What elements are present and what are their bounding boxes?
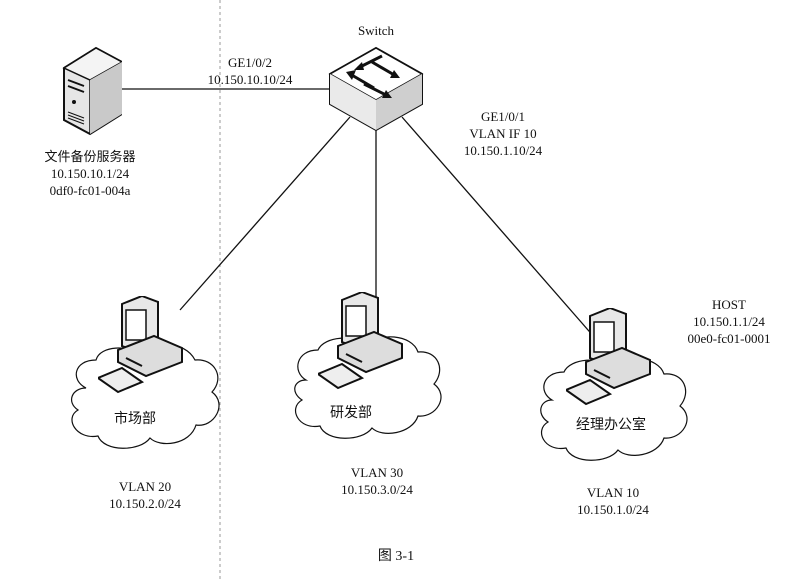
switch-port-server-label: GE1/0/2 10.150.10.10/24	[200, 54, 300, 88]
vlan20-label: VLAN 20 10.150.2.0/24	[90, 478, 200, 512]
host-ip: 10.150.1.1/24	[693, 314, 765, 329]
link-switch-vlan20	[179, 116, 351, 311]
server-icon	[56, 46, 124, 141]
port-ge1-0-2: GE1/0/2	[227, 55, 273, 70]
vlan10-id: VLAN 10	[586, 485, 640, 500]
host-mac: 00e0-fc01-0001	[687, 331, 771, 346]
server-ip: 10.150.10.1/24	[50, 166, 130, 181]
vlan30-subnet: 10.150.3.0/24	[341, 482, 413, 497]
vlan30-id: VLAN 30	[350, 465, 404, 480]
vlan30-label: VLAN 30 10.150.3.0/24	[322, 464, 432, 498]
dept-name-rnd: 研发部	[330, 406, 372, 421]
pc-icon	[95, 294, 194, 401]
server-mac: 0df0-fc01-004a	[49, 183, 131, 198]
figure-caption: 图 3-1	[377, 549, 415, 564]
dept-name-marketing: 市场部	[114, 412, 156, 427]
port-ge1-0-2-ip: 10.150.10.10/24	[207, 72, 293, 87]
link-switch-vlan10	[401, 116, 603, 347]
port-ge1-0-1-ip: 10.150.1.10/24	[463, 143, 543, 158]
switch-name: Switch	[357, 23, 395, 38]
server-name: 文件备份服务器	[44, 149, 136, 164]
host-label: HOST 10.150.1.1/24 00e0-fc01-0001	[674, 296, 784, 347]
server-label: 文件备份服务器 10.150.10.1/24 0df0-fc01-004a	[20, 148, 160, 199]
pc-icon	[315, 290, 414, 397]
switch-icon	[328, 46, 424, 137]
dept-name-manager-office: 经理办公室	[576, 418, 646, 433]
port-ge1-0-1: GE1/0/1	[480, 109, 526, 124]
port-vlanif: VLAN IF 10	[469, 126, 537, 141]
vlan10-label: VLAN 10 10.150.1.0/24	[558, 484, 668, 518]
host-name: HOST	[712, 297, 746, 312]
vlan20-id: VLAN 20	[118, 479, 172, 494]
vlan10-subnet: 10.150.1.0/24	[577, 502, 649, 517]
vlan20-subnet: 10.150.2.0/24	[109, 496, 181, 511]
switch-port-host-label: GE1/0/1 VLAN IF 10 10.150.1.10/24	[448, 108, 558, 159]
pc-icon	[563, 306, 662, 413]
